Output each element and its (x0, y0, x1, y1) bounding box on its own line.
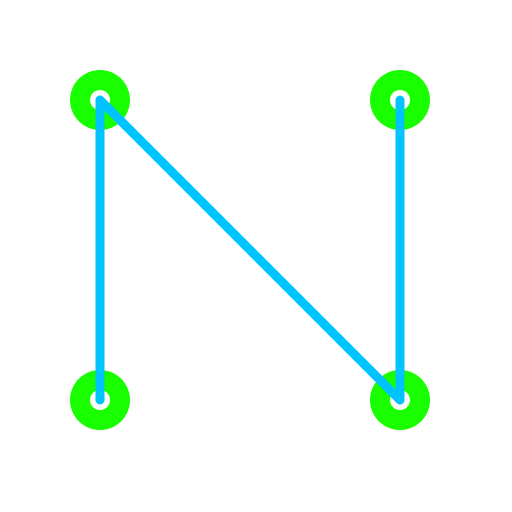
path-layer (95, 95, 405, 405)
path-segment-top-left-to-bottom-right (95, 95, 405, 405)
